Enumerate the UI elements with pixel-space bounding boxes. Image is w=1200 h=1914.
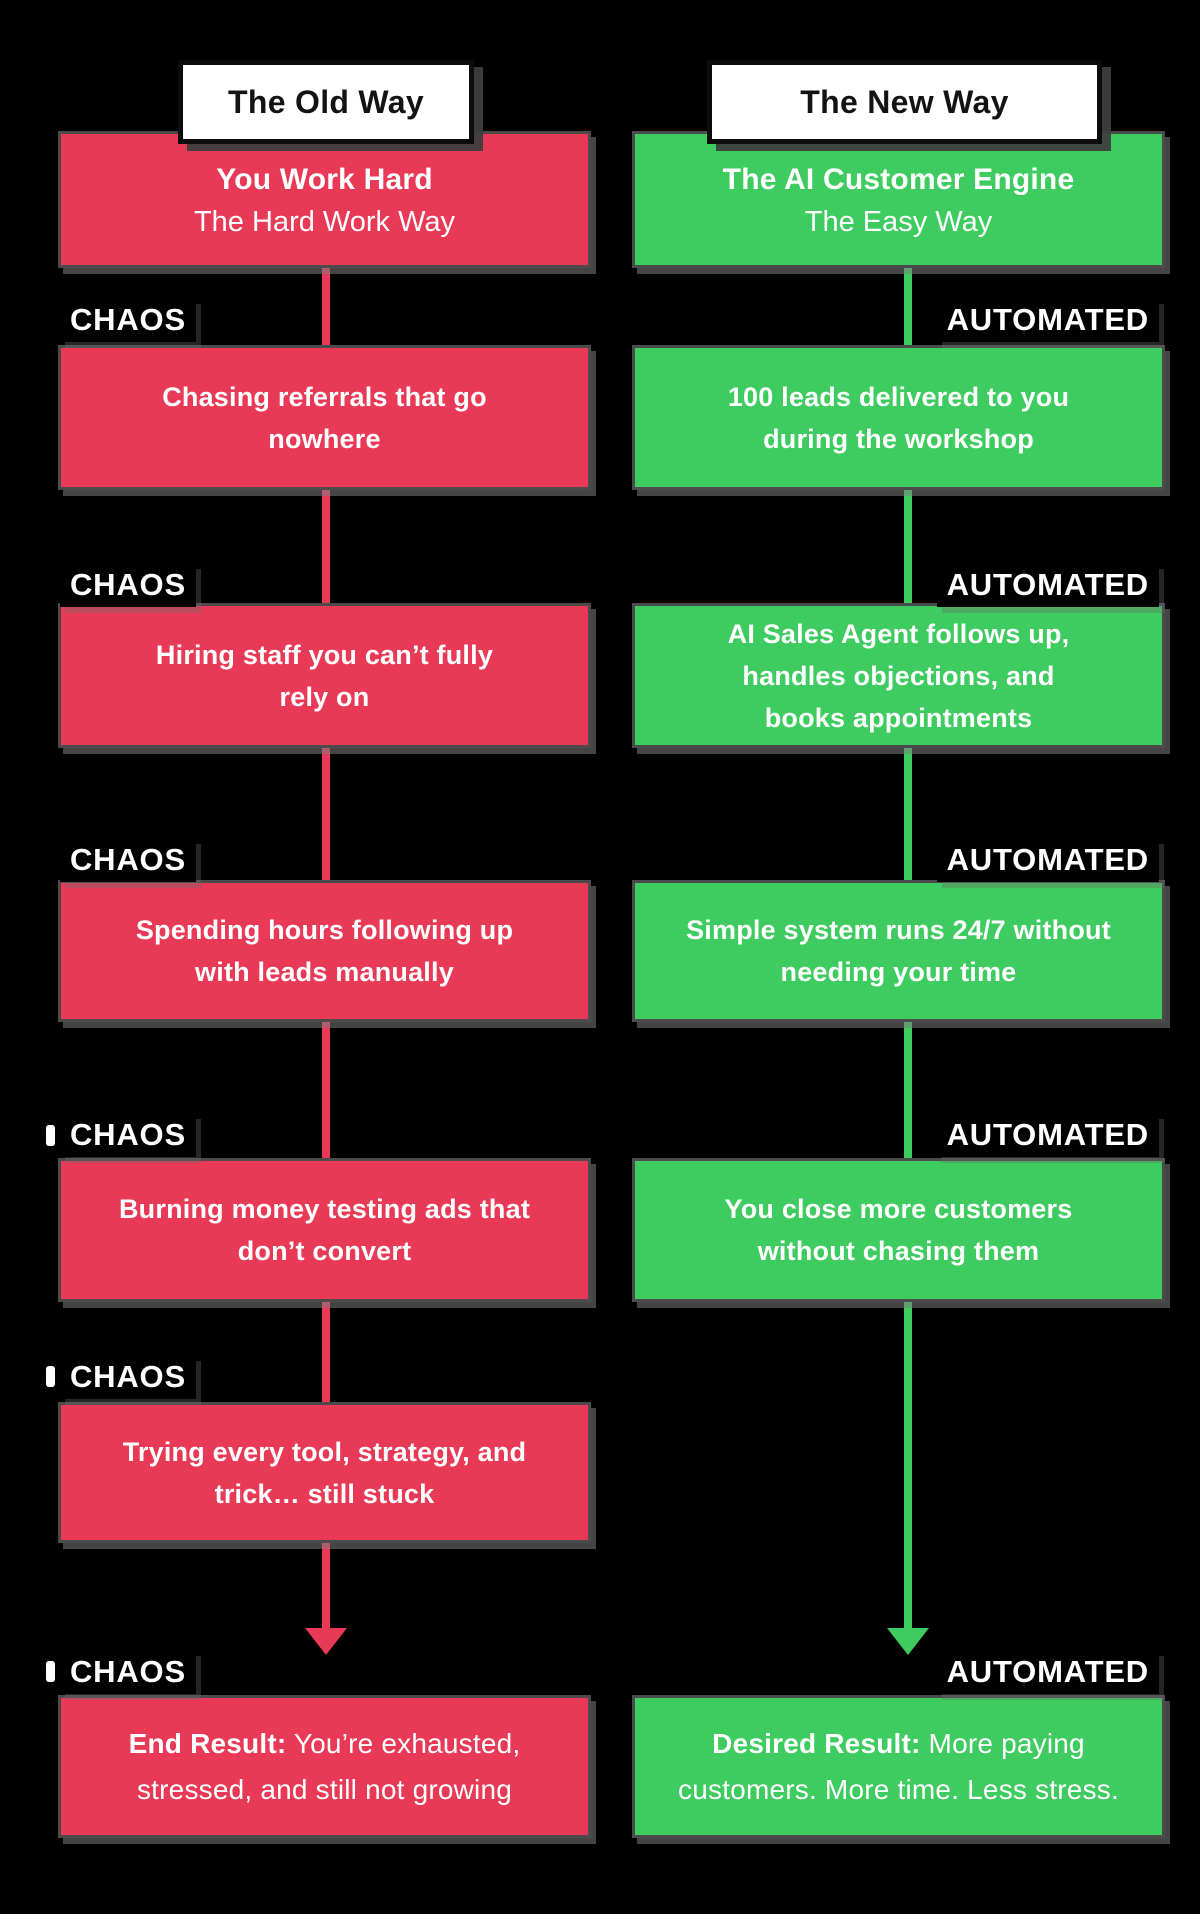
old-result-box: End Result: You’re exhausted, stressed, …	[58, 1695, 591, 1838]
old-result-text: End Result: You’re exhausted, stressed, …	[129, 1721, 521, 1813]
old-step-text-1: Chasing referrals that go nowhere	[162, 381, 487, 454]
old-step-text-3: Spending hours following up with leads m…	[135, 915, 514, 987]
red-connector-segment	[322, 1543, 330, 1630]
automated-label: AUTOMATED	[936, 563, 1159, 607]
red-connector-segment	[322, 748, 330, 880]
old-step-box-3: Spending hours following up with leads m…	[58, 880, 591, 1022]
new-step-text-1: 100 leads delivered to you during the wo…	[727, 381, 1070, 454]
new-way-title-label: The New Way	[800, 83, 1009, 120]
red-down-arrow-icon	[305, 1628, 347, 1655]
automated-label: AUTOMATED	[936, 838, 1159, 882]
chaos-label: CHAOS	[60, 1113, 196, 1157]
red-connector-segment	[322, 1022, 330, 1158]
automated-label: AUTOMATED	[936, 1113, 1159, 1157]
old-result-prefix: End Result:	[128, 1727, 287, 1759]
old-step-text-2: Hiring staff you can’t fully rely on	[155, 639, 494, 712]
automated-label: AUTOMATED	[936, 1650, 1159, 1694]
green-down-arrow-icon	[887, 1628, 929, 1655]
old-step-box-5: Trying every tool, strategy, and trick… …	[58, 1402, 591, 1543]
new-header-box: The AI Customer Engine The Easy Way	[632, 131, 1165, 268]
automated-label: AUTOMATED	[936, 298, 1159, 342]
old-header-box: You Work Hard The Hard Work Way	[58, 131, 591, 268]
old-step-box-4: Burning money testing ads that don’t con…	[58, 1158, 591, 1302]
new-header-subtitle: The Easy Way	[804, 205, 993, 238]
new-step-text-2: AI Sales Agent follows up, handles objec…	[727, 618, 1070, 733]
old-result-body: You’re exhausted, stressed, and still no…	[136, 1727, 521, 1805]
new-result-text: Desired Result: More paying customers. M…	[678, 1721, 1119, 1813]
new-step-box-2: AI Sales Agent follows up, handles objec…	[632, 603, 1165, 748]
green-connector-segment	[904, 1022, 912, 1158]
old-step-text-5: Trying every tool, strategy, and trick… …	[122, 1436, 527, 1509]
green-connector-segment	[904, 1302, 912, 1630]
new-step-box-4: You close more customers without chasing…	[632, 1158, 1165, 1302]
edge-dash-artifact	[46, 1661, 55, 1682]
new-way-title-box: The New Way	[707, 60, 1102, 144]
chaos-label: CHAOS	[60, 1355, 196, 1399]
chaos-label: CHAOS	[60, 838, 196, 882]
old-way-title-label: The Old Way	[228, 83, 424, 120]
green-connector-segment	[904, 490, 912, 603]
edge-dash-artifact	[46, 1366, 55, 1387]
old-step-text-4: Burning money testing ads that don’t con…	[118, 1194, 531, 1266]
new-step-box-3: Simple system runs 24/7 without needing …	[632, 880, 1165, 1022]
green-connector-segment	[904, 266, 912, 345]
red-connector-segment	[322, 1302, 330, 1402]
new-result-body: More paying customers. More time. Less s…	[678, 1727, 1119, 1805]
old-header-subtitle: The Hard Work Way	[193, 205, 456, 238]
chaos-label: CHAOS	[60, 563, 196, 607]
green-connector-segment	[904, 748, 912, 880]
chaos-label: CHAOS	[60, 298, 196, 342]
new-step-text-3: Simple system runs 24/7 without needing …	[686, 915, 1111, 987]
red-connector-segment	[322, 490, 330, 603]
old-header-title: You Work Hard	[216, 162, 433, 196]
new-step-box-1: 100 leads delivered to you during the wo…	[632, 345, 1165, 490]
chaos-label: CHAOS	[60, 1650, 196, 1694]
new-result-box: Desired Result: More paying customers. M…	[632, 1695, 1165, 1838]
old-step-box-2: Hiring staff you can’t fully rely on	[58, 603, 591, 748]
edge-dash-artifact	[46, 1125, 55, 1146]
red-connector-segment	[322, 266, 330, 345]
new-result-prefix: Desired Result:	[712, 1727, 921, 1759]
new-step-text-4: You close more customers without chasing…	[724, 1194, 1073, 1266]
old-way-title-box: The Old Way	[178, 60, 474, 144]
new-header-title: The AI Customer Engine	[722, 162, 1075, 196]
old-step-box-1: Chasing referrals that go nowhere	[58, 345, 591, 490]
